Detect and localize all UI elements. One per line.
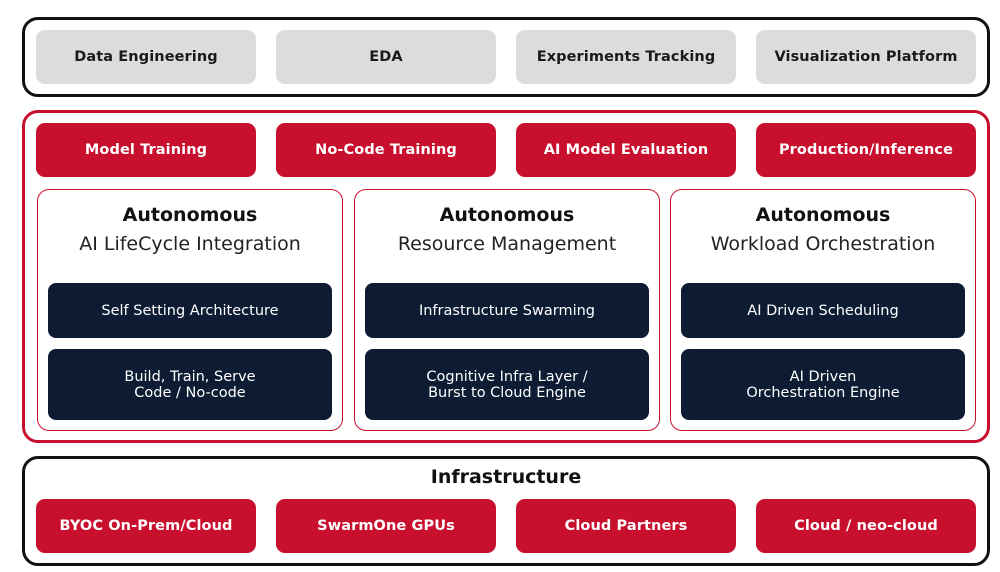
experiments-tracking-box: Experiments Tracking: [516, 30, 736, 84]
self-setting-architecture-box: Self Setting Architecture: [48, 283, 332, 338]
eda-box: EDA: [276, 30, 496, 84]
byoc-box: BYOC On-Prem/Cloud: [36, 499, 256, 553]
column-subtitle: Resource Management: [397, 233, 617, 255]
swarmone-gpus-box: SwarmOne GPUs: [276, 499, 496, 553]
lifecycle-integration-column: Autonomous AI LifeCycle Integration Self…: [37, 189, 343, 431]
orchestration-engine-box: AI Driven Orchestration Engine: [681, 349, 965, 420]
column-title: Autonomous: [439, 204, 575, 226]
workload-orchestration-column: Autonomous Workload Orchestration AI Dri…: [670, 189, 976, 431]
tooling-layer-frame: [22, 17, 990, 97]
visualization-platform-box: Visualization Platform: [756, 30, 976, 84]
resource-management-column: Autonomous Resource Management Infrastru…: [354, 189, 660, 431]
platform-layer-frame: [22, 110, 990, 443]
no-code-training-box: No-Code Training: [276, 123, 496, 177]
infrastructure-swarming-box: Infrastructure Swarming: [365, 283, 649, 338]
model-training-box: Model Training: [36, 123, 256, 177]
infrastructure-title: Infrastructure: [430, 466, 582, 488]
data-engineering-box: Data Engineering: [36, 30, 256, 84]
ai-driven-scheduling-box: AI Driven Scheduling: [681, 283, 965, 338]
column-title: Autonomous: [122, 204, 258, 226]
column-subtitle: AI LifeCycle Integration: [79, 233, 301, 255]
ai-model-evaluation-box: AI Model Evaluation: [516, 123, 736, 177]
build-train-serve-box: Build, Train, Serve Code / No-code: [48, 349, 332, 420]
infrastructure-layer-frame: [22, 456, 990, 566]
column-title: Autonomous: [755, 204, 891, 226]
neo-cloud-box: Cloud / neo-cloud: [756, 499, 976, 553]
column-subtitle: Workload Orchestration: [710, 233, 936, 255]
cognitive-infra-layer-box: Cognitive Infra Layer / Burst to Cloud E…: [365, 349, 649, 420]
cloud-partners-box: Cloud Partners: [516, 499, 736, 553]
production-inference-box: Production/Inference: [756, 123, 976, 177]
